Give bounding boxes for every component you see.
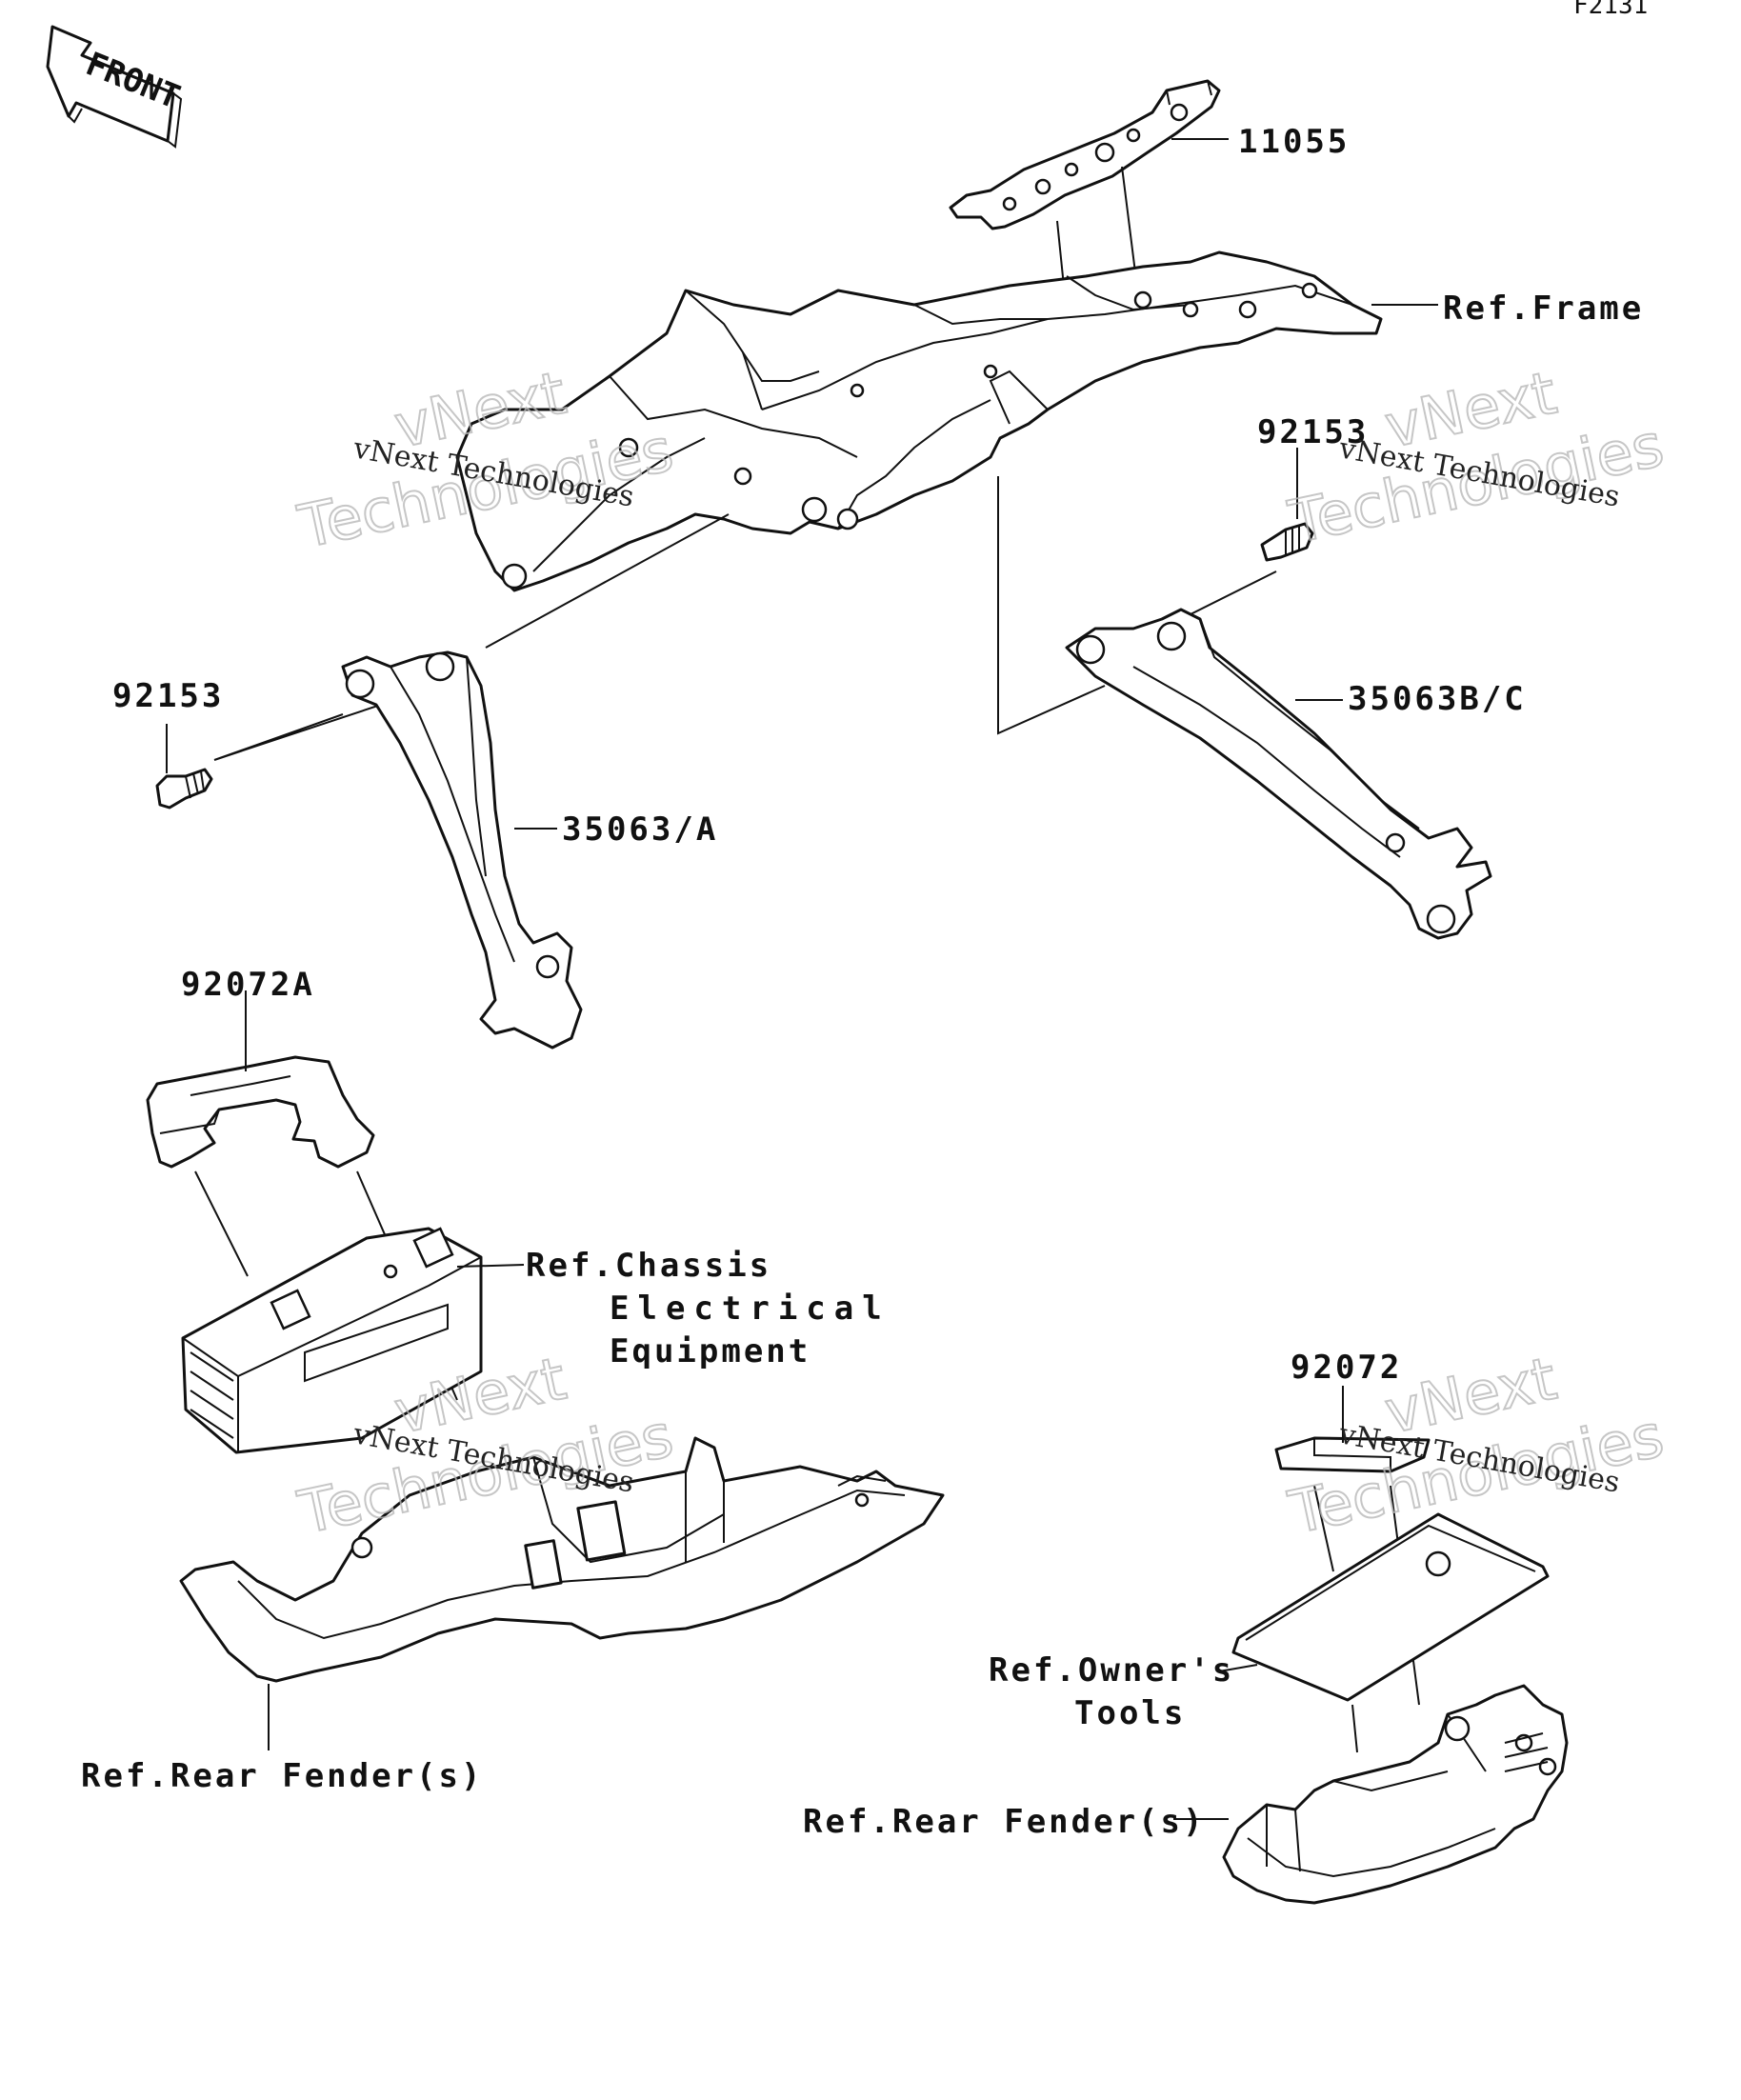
label-35063bc: 35063B/C [1348,680,1527,718]
owners-tools-pouch [1231,1512,1550,1702]
label-92153-right: 92153 [1257,413,1369,451]
label-11055: 11055 [1238,123,1350,161]
bolt-92153-right [1260,522,1314,562]
diagram-code: F2131 [1573,0,1648,20]
label-ref-tools-1: Ref.Owner's [989,1651,1234,1690]
watermark-2: vNext Technologies vNext Technologies [1282,357,1671,558]
bolt-92153-left [155,768,213,810]
rear-frame [455,250,1383,592]
rear-fender-left [179,1436,945,1683]
label-ref-rear-fender-right: Ref.Rear Fender(s) [803,1803,1205,1841]
battery [181,1227,483,1454]
label-35063a: 35063/A [562,810,718,849]
label-92153-left: 92153 [112,677,224,715]
rear-fender-right [1222,1684,1569,1905]
label-ref-chassis-1: Ref.Chassis [526,1247,771,1285]
label-ref-tools-2: Tools [1074,1694,1186,1732]
bracket-11055 [949,79,1221,230]
front-arrow-icon: FRONT [46,25,186,149]
label-92072: 92072 [1291,1349,1402,1387]
bracket-35063a [341,650,583,1050]
label-ref-chassis-2: Electrical [610,1290,891,1328]
strap-92072 [1274,1436,1431,1473]
strap-92072a [146,1055,375,1169]
label-ref-chassis-3: Equipment [610,1332,810,1370]
bracket-35063bc [1065,608,1492,940]
label-ref-rear-fender-left: Ref.Rear Fender(s) [81,1757,483,1795]
label-92072a: 92072A [181,966,315,1004]
label-ref-frame: Ref.Frame [1443,290,1644,328]
